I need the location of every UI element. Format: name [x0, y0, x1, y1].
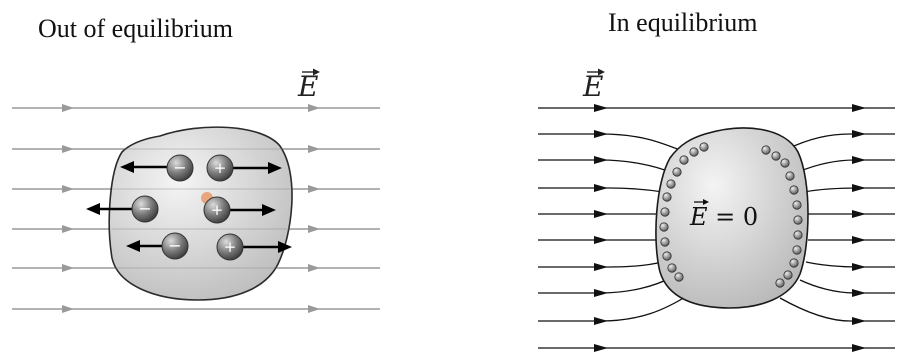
inside-field-value: = 0 [708, 203, 759, 231]
negative-charge-symbol: − [138, 199, 151, 218]
title-in-equilibrium: In equilibrium [608, 8, 758, 37]
field-line [803, 187, 895, 193]
surface-charge [689, 147, 699, 157]
left-field-label-text: E [297, 70, 318, 103]
surface-charge [792, 245, 802, 255]
negative-charge-symbol: − [173, 158, 186, 177]
surface-charge [783, 270, 793, 280]
left-panel: − + − + − + E [12, 68, 380, 313]
surface-charge [789, 185, 799, 195]
field-line [12, 104, 380, 112]
right-conductor [655, 127, 809, 309]
inside-field-label: E = 0 [689, 199, 758, 231]
right-panel: E = 0 E [538, 68, 895, 352]
negative-charge-symbol: − [168, 236, 181, 255]
positive-charge: + [206, 154, 234, 182]
field-line [12, 305, 380, 313]
surface-charge [659, 222, 669, 232]
field-line [538, 159, 671, 173]
surface-charge [761, 145, 771, 155]
surface-charge [785, 171, 795, 181]
surface-charge [666, 179, 676, 189]
positive-charge-symbol: + [214, 159, 227, 177]
negative-charge: − [161, 232, 189, 260]
field-line [805, 261, 895, 268]
surface-charge [699, 142, 709, 152]
surface-charge [775, 278, 785, 288]
surface-charge [789, 258, 799, 268]
field-line [797, 159, 895, 173]
surface-charge [672, 167, 682, 177]
title-out-of-equilibrium: Out of equilibrium [38, 14, 233, 43]
right-field-arrowheads [594, 104, 866, 352]
surface-charge [771, 151, 781, 161]
positive-charge: + [203, 196, 231, 224]
field-line [784, 133, 895, 151]
surface-charge [662, 251, 672, 261]
field-line [779, 297, 895, 322]
positive-charge: + [216, 233, 244, 261]
right-field-label: E [582, 68, 605, 103]
surface-charge [662, 192, 672, 202]
positive-charge-symbol: + [224, 238, 237, 256]
field-line [538, 293, 691, 322]
surface-charge [660, 237, 670, 247]
negative-charge: − [131, 195, 159, 223]
surface-charge [793, 215, 803, 225]
left-conductor [108, 126, 293, 301]
negative-charge: − [166, 154, 194, 182]
surface-charge [793, 230, 803, 240]
positive-charge-symbol: + [211, 201, 224, 219]
field-line [538, 133, 686, 153]
inside-field-equation: E = 0 [689, 203, 758, 231]
right-field-label-text: E [582, 70, 603, 103]
left-field-label: E [297, 68, 320, 103]
surface-charge [674, 272, 684, 282]
left-field-lines-overlay [112, 148, 292, 269]
surface-charge [792, 200, 802, 210]
surface-charge [679, 155, 689, 165]
field-line [799, 279, 895, 294]
field-line [538, 277, 671, 294]
inside-field-symbol: E [689, 203, 708, 231]
surface-charge [667, 263, 677, 273]
surface-charge [660, 207, 670, 217]
surface-charge [780, 158, 790, 168]
surface-charges [659, 142, 803, 288]
